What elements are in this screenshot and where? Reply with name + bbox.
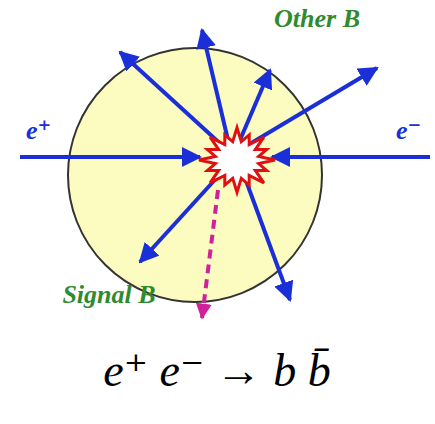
detector-circle: [68, 48, 322, 302]
collision-burst: [199, 128, 275, 193]
other-b-label: Other B: [258, 6, 376, 32]
particle-tracks: [20, 30, 430, 300]
reaction-caption: e⁺ e⁻ → b b̄: [103, 348, 330, 394]
signal-track: [202, 190, 218, 318]
signal-b-label: Signal B: [50, 282, 168, 308]
positron-label: e⁺: [26, 118, 66, 144]
electron-label: e⁻: [396, 118, 432, 144]
